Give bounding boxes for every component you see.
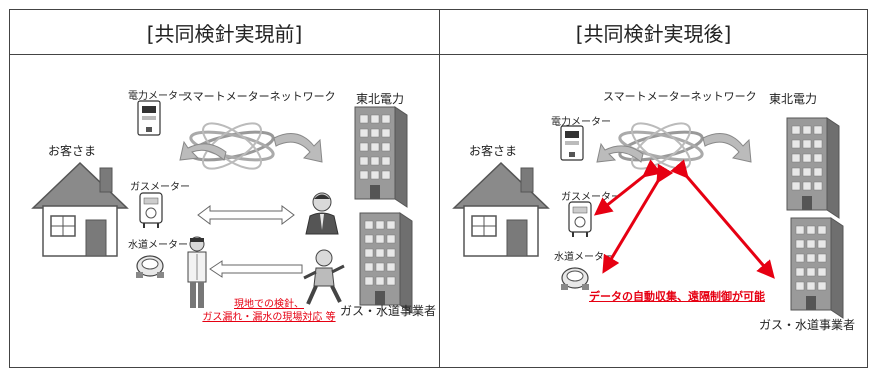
office-worker-icon	[305, 192, 339, 235]
utility-building-icon	[354, 106, 408, 208]
panel-after: [共同検針実現後] お客さま 電力メーター ガスメーター 水道メーター スマート…	[439, 10, 868, 367]
gas-meter-label: ガスメーター	[561, 192, 621, 203]
panel-before: [共同検針実現前] お客さま 電力メーター ガスメーター 水道メーター スマート…	[10, 10, 440, 367]
water-meter-label: 水道メーター	[128, 240, 188, 251]
customer-label: お客さま	[48, 144, 97, 158]
red-data-arrows-icon	[593, 159, 775, 279]
utility-label: 東北電力	[356, 92, 405, 106]
panel-after-title: [共同検針実現後]	[439, 10, 868, 55]
exchange-arrow-lower-icon	[209, 260, 303, 278]
before-note-line1: 現地での検針、	[234, 299, 304, 310]
meter-reader-icon	[187, 236, 207, 308]
gas-meter-icon	[139, 192, 163, 229]
network-label: スマートメーターネットワーク	[603, 90, 757, 103]
after-note: データの自動収集、遠隔制御が可能	[589, 290, 765, 303]
running-worker-icon	[303, 249, 345, 305]
water-meter-label: 水道メーター	[554, 252, 614, 263]
panel-before-title: [共同検針実現前]	[10, 10, 439, 55]
electric-meter-label: 電力メーター	[551, 117, 611, 128]
before-note: 現地での検針、 ガス漏れ・漏水の現場対応 等	[178, 298, 360, 324]
network-curl-arrow-right-icon	[273, 133, 323, 163]
water-meter-icon	[135, 255, 165, 279]
operators-label: ガス・水道事業者	[340, 304, 437, 318]
exchange-arrow-upper-icon	[197, 205, 295, 225]
utility-label: 東北電力	[769, 92, 818, 106]
electric-meter-icon	[137, 100, 161, 136]
network-curl-arrow-left-icon	[179, 140, 227, 161]
gas-meter-label: ガスメーター	[130, 182, 190, 193]
electric-meter-label: 電力メーター	[128, 91, 188, 102]
network-icon	[187, 113, 277, 179]
operators-label: ガス・水道事業者	[759, 318, 856, 332]
network-label: スマートメーターネットワーク	[182, 90, 336, 103]
operator-building-icon	[359, 212, 413, 314]
diagram-frame: [共同検針実現前] お客さま 電力メーター ガスメーター 水道メーター スマート…	[9, 9, 868, 368]
customer-label: お客さま	[469, 144, 518, 158]
before-note-line2: ガス漏れ・漏水の現場対応 等	[202, 312, 336, 323]
house-icon	[32, 162, 128, 257]
